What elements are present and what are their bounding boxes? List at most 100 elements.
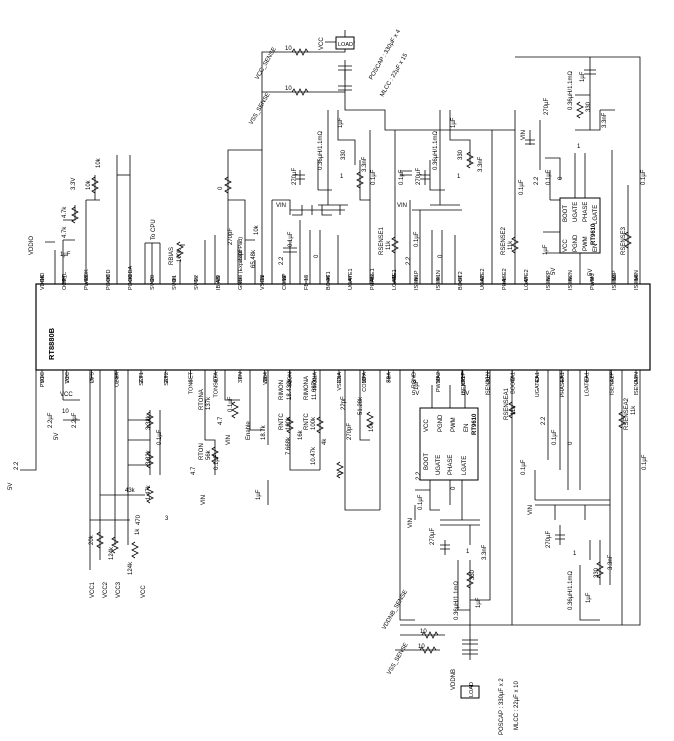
r147k-label: 1.47k [146,484,152,500]
top-pin-number: 34 [387,377,393,383]
r47k-b-label: 4.7k [62,226,68,238]
top-pin-label: OFS [90,372,96,384]
top-pin-label: ISENA1P [461,372,467,396]
ind-phase2-label: 0.36µH/1.1mΩ [433,131,439,170]
top-pin-number: 3 [411,380,417,383]
resistor-symbol [336,461,344,479]
vin-tona-label: VIN [226,435,232,445]
top-pin-label: ISENA1N [486,372,492,396]
bottom-pin-number: 22 [194,275,200,281]
driver-lower-pin-lgate: LGATE [462,456,468,475]
bottom-pin-number: 52 [480,275,486,281]
c33n-a1: 3.3nF [608,554,614,570]
top-pin-number: 43 [535,377,541,383]
top-pin-number: 35 [461,377,467,383]
driver-lower-pin-phase: PHASE [448,455,454,475]
rtona-label: RTONA [199,389,205,410]
v5-vcc-label: 5V [54,433,60,440]
c33n-upper: 3.3nF [602,112,608,128]
c1u-lower-vcc: 1µF [414,379,420,390]
bottom-pin-number: 39 [106,275,112,281]
r330-upper: 330 [586,101,592,112]
bottom-pin-label: FB [304,283,310,290]
r11687k-label: 11.687k [312,378,318,400]
top-pin-label: OFSA [114,372,120,387]
c01u-isen3-label: 0.1µF [641,169,647,185]
bottom-pin-number: 47 [348,275,354,281]
r124k-a-label: 124k [109,546,115,560]
driver-upper-pin-boot: BOOT [563,205,569,222]
bottom-pin-label: UGATE2 [480,268,486,290]
bottom-pin-number: 2 [524,278,530,281]
top-pin-label: VSENA [337,372,343,391]
driver-lower-5v-b: 5V [462,391,469,397]
top-pin-number: 33 [362,377,368,383]
bottom-pin-label: SVT [194,279,200,290]
resistor-symbol [91,176,99,194]
bottom-pin-number: 51 [458,275,464,281]
c01u-isena1: 0.1µF [521,459,527,475]
c01u-ofs-label: 0.1µF [157,429,163,445]
r-top-b-label: 10 [285,86,292,92]
c01u-phase1-label: 0.1µF [288,231,294,247]
r-top-a-label: 10 [285,46,292,52]
top-pin-number: 37 [238,377,244,383]
top-pin-number: 36 [486,377,492,383]
driver-upper-pin-lgate: LGATE [593,205,599,224]
poscap-bot-label: POSCAP : 330µF x 2 [499,678,505,735]
r1k-label: 1k [135,528,141,535]
r0-vsena: 0 [338,471,344,475]
bottom-pin-number: 6 [568,278,574,281]
resistor-symbol [146,411,154,429]
vin-lower: VIN [408,518,414,528]
top-pin-number: 1 [288,380,294,383]
top-pin-number: 25 [90,377,96,383]
bottom-pin-number: 11 [260,275,266,281]
bottom-pin-label: SVC [150,279,156,290]
top-pin-number: 24 [114,377,120,383]
driver-lower-pin-vcc: VCC [424,419,430,432]
r330-lower: 330 [470,569,476,580]
r0-phase2-label: 0 [438,254,444,258]
c01u-ton-label: 0.1µF [214,454,220,470]
r22-pvcc-label: 2.2 [14,461,20,470]
top-pin-label: VCC [65,372,71,384]
main-ic-body [35,283,651,371]
rimon-label: RIMON [279,380,285,400]
driver-upper-part: RT9610 [591,223,597,245]
bottom-pin-label: VDDIO [40,272,46,290]
vcc-output-label: VCC [319,37,325,50]
r330-phase2-label: 330 [458,149,464,160]
r0-a1: 0 [568,441,574,445]
bottom-pin-label: COMP [282,273,288,290]
r124k-b-label: 124k [128,561,134,575]
r10k-compa: 10k [369,421,375,432]
resistor-symbol [508,401,516,419]
c1u-lower-out: 1µF [476,597,482,608]
c33n-lower: 3.3nF [482,544,488,560]
top-pin-number: 44 [560,377,566,383]
c1u-phase1-label: 1µF [338,117,344,128]
lower-wiring [20,370,641,699]
c270-upper-label: 270µF [544,98,550,115]
c270-a1: 270µF [546,531,552,548]
c33n-phase1-label: 3.3nF [362,156,368,172]
top-pin-label: SET2 [164,372,170,386]
bottom-pin-number: 13 [304,275,310,281]
driver-box-lower [419,407,479,481]
bottom-pin-label: OCP_L [62,272,68,290]
vcc-bot-label: VCC [141,585,147,598]
r-bot-a-label: 10 [420,629,427,635]
bottom-pin-number: 10 [612,275,618,281]
ind-a1: 0.36µH/1.1mΩ [568,571,574,610]
rsensea1-label: RSENSEA1 [504,387,510,420]
top-pin-number: 38 [436,377,442,383]
ind-phase1-label: 0.36µH/1.1mΩ [318,131,324,170]
rsensea2-label: RSENSEA2 [624,397,630,430]
top-pin-number: 45 [585,377,591,383]
bottom-pin-label: PHASE1 [370,268,376,290]
driver-box-upper [559,197,601,254]
bottom-pin-label: SVD [172,279,178,290]
c047u-label: 1µF [256,489,262,500]
r332k-b-label: 3.32k [146,449,152,465]
